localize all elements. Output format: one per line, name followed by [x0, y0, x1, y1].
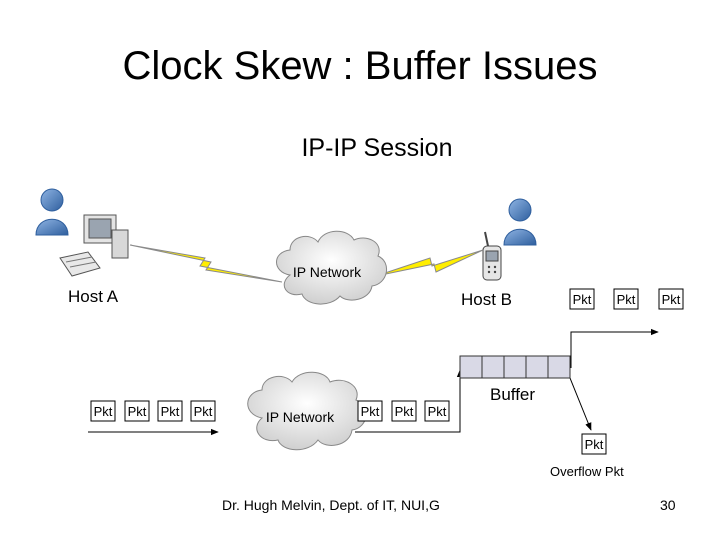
host-b-user-icon: [503, 198, 537, 246]
packet-output-1: Pkt: [569, 288, 595, 310]
lightning-link-right: [375, 249, 484, 277]
packet-output-3: Pkt: [658, 288, 684, 310]
buffer-cell: [547, 355, 571, 379]
buffer-cell: [481, 355, 505, 379]
host-b-phone-icon: [482, 231, 502, 281]
slide-title: Clock Skew : Buffer Issues: [122, 44, 598, 88]
packet-label: Pkt: [395, 404, 414, 419]
buffer-label: Buffer: [490, 385, 535, 404]
session-label: IP-IP Session: [301, 134, 452, 162]
host-b-label: Host B: [461, 290, 512, 309]
flow-arrow-output: [570, 328, 659, 368]
packet-label: Pkt: [194, 404, 213, 419]
packet-label: Pkt: [428, 404, 447, 419]
ip-network-label-bottom: IP Network: [266, 409, 335, 425]
packet-label: Pkt: [161, 404, 180, 419]
ip-network-cloud-top: [276, 230, 387, 305]
footer-author: Dr. Hugh Melvin, Dept. of IT, NUI,G: [222, 497, 440, 513]
overflow-label: Overflow Pkt: [550, 464, 624, 479]
buffer-cell: [503, 355, 527, 379]
packet-label: Pkt: [361, 404, 380, 419]
host-a-user-icon: [35, 188, 69, 236]
host-a-label: Host A: [68, 287, 119, 306]
packet-label: Pkt: [573, 292, 592, 307]
ip-network-cloud-bottom: [247, 371, 367, 451]
packet-arriving-1: Pkt: [357, 400, 383, 422]
packet-arriving-3: Pkt: [424, 400, 450, 422]
packet-label: Pkt: [662, 292, 681, 307]
packet-output-2: Pkt: [613, 288, 639, 310]
page-number: 30: [660, 497, 676, 513]
packet-arriving-2: Pkt: [391, 400, 417, 422]
packet-sender-2: Pkt: [124, 400, 150, 422]
packet-label: Pkt: [585, 437, 604, 452]
flow-arrow-overflow: [569, 377, 592, 431]
packet-sender-1: Pkt: [90, 400, 116, 422]
packet-sender-3: Pkt: [157, 400, 183, 422]
flow-arrow-into-buffer: [355, 369, 464, 433]
packet-overflow: Pkt: [581, 433, 607, 455]
host-a-computer-icon: [59, 214, 129, 277]
ip-network-label-top: IP Network: [293, 264, 362, 280]
buffer-cell: [525, 355, 549, 379]
lightning-link-left: [129, 244, 283, 283]
buffer-cell: [459, 355, 483, 379]
packet-label: Pkt: [94, 404, 113, 419]
packet-label: Pkt: [617, 292, 636, 307]
packet-sender-4: Pkt: [190, 400, 216, 422]
buffer-queue: [459, 355, 571, 379]
packet-label: Pkt: [128, 404, 147, 419]
